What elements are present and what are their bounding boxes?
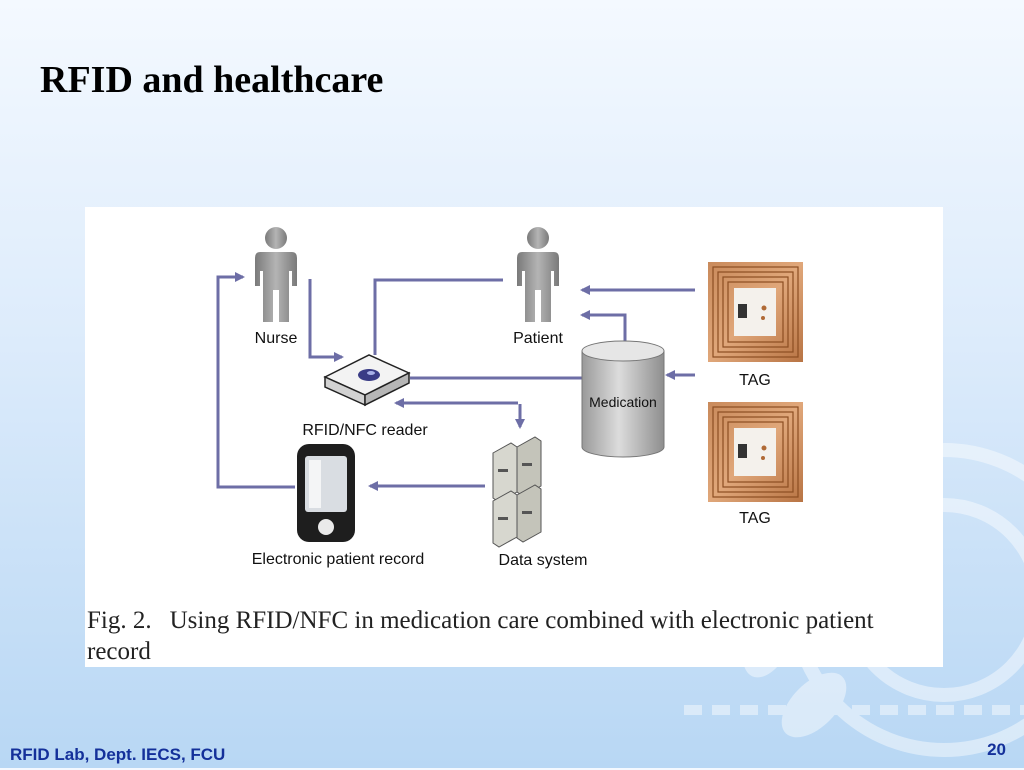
figure-panel: Nurse Patient RFID/NFC reader Medication xyxy=(85,207,943,667)
patient-person-icon xyxy=(517,227,559,322)
medication-care-diagram: Nurse Patient RFID/NFC reader Medication xyxy=(216,227,803,569)
rfid-tag-icon xyxy=(708,402,803,502)
patient-label: Patient xyxy=(513,330,563,347)
data-system-label: Data system xyxy=(499,552,588,569)
reader-label: RFID/NFC reader xyxy=(302,422,428,439)
medication-label: Medication xyxy=(589,394,657,410)
mobile-device-icon xyxy=(297,444,355,542)
record-label: Electronic patient record xyxy=(252,551,425,568)
figure-caption: Fig. 2.Using RFID/NFC in medication care… xyxy=(87,605,939,667)
connector-lines xyxy=(216,272,695,491)
rfid-reader-icon xyxy=(323,354,411,407)
tag-2-label: TAG xyxy=(739,510,771,527)
tag-1-label: TAG xyxy=(739,372,771,389)
medication-cylinder-icon xyxy=(581,340,665,458)
server-icon xyxy=(492,436,542,548)
nurse-person-icon xyxy=(255,227,297,322)
footer-lab-name: RFID Lab, Dept. IECS, FCU xyxy=(10,745,226,764)
nurse-label: Nurse xyxy=(255,330,298,347)
caption-text: Using RFID/NFC in medication care combin… xyxy=(87,607,874,665)
slide-title: RFID and healthcare xyxy=(40,59,384,101)
rfid-tag-icon xyxy=(708,262,803,362)
page-number: 20 xyxy=(987,740,1006,759)
caption-number: Fig. 2. xyxy=(87,607,152,634)
